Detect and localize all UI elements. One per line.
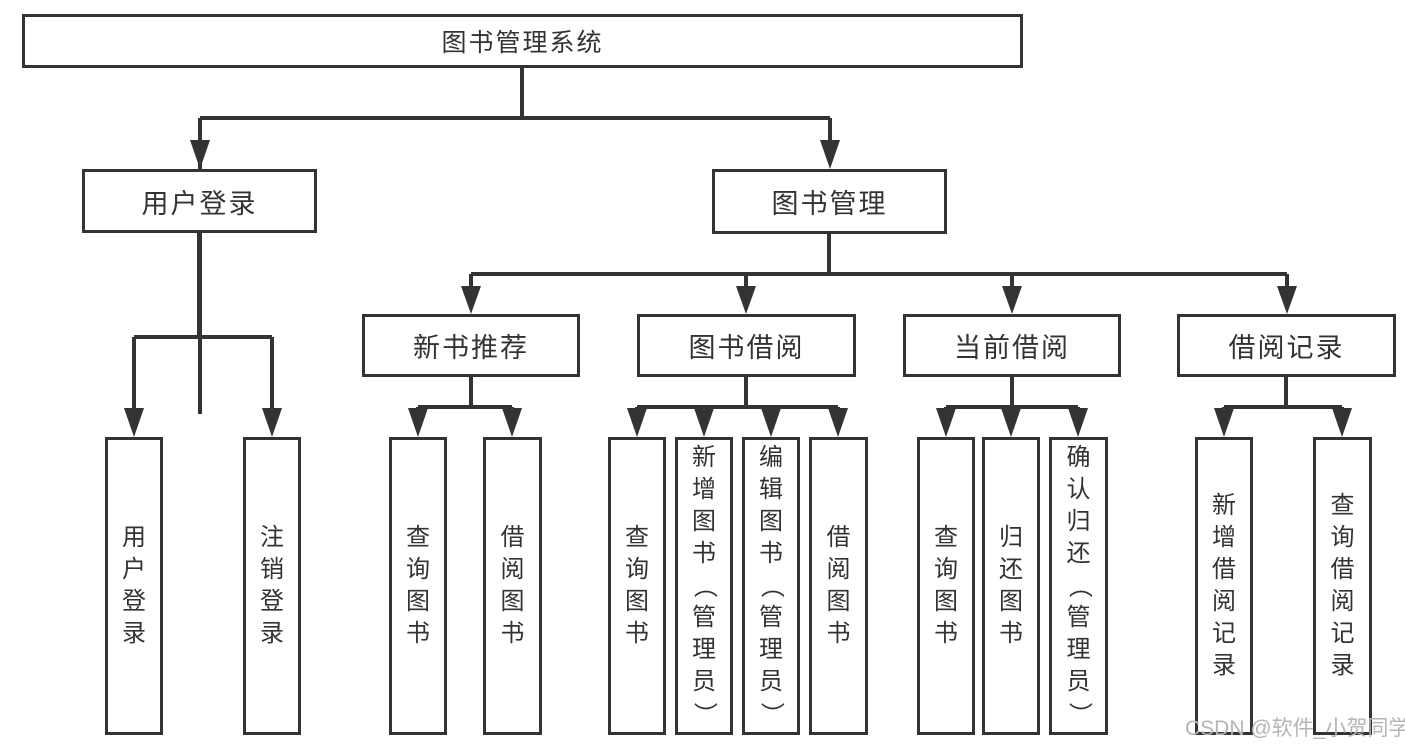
leaf-query-books-recommend: 查询图书 [389,437,447,735]
leaf-confirm-return-admin: 确认归还（管理员） [1049,437,1108,735]
leaf-add-books-admin: 新增图书（管理员） [675,437,733,735]
leaf-logout-label: 注销登录 [260,524,284,647]
leaf-borrow-books-label: 借阅图书 [826,524,851,647]
leaf-query-books-recommend-label: 查询图书 [406,524,430,647]
node-book-management: 图书管理 [712,169,947,234]
connector-new-book-branch [416,377,514,412]
node-book-management-label: 图书管理 [771,189,888,219]
connector-borrow-records-branch [1222,377,1344,412]
node-current-borrow: 当前借阅 [903,314,1121,377]
node-user-login: 用户登录 [82,169,317,233]
leaf-user-login: 用户登录 [105,437,163,735]
csdn-watermark: CSDN @软件_小贺同学 [1185,717,1405,740]
leaf-return-books: 归还图书 [982,437,1040,735]
node-root: 图书管理系统 [22,14,1023,68]
leaf-add-books-admin-label: 新增图书（管理员） [691,444,718,726]
leaf-return-books-label: 归还图书 [999,524,1023,647]
node-borrow-records-label: 借阅记录 [1228,333,1345,363]
node-book-borrow: 图书借阅 [637,314,856,377]
leaf-user-login-label: 用户登录 [122,524,146,647]
connector-current-borrow-branch [944,377,1080,412]
connector-book-management-branch [469,234,1289,288]
node-current-borrow-label: 当前借阅 [954,333,1070,363]
leaf-query-books-current: 查询图书 [917,437,975,735]
leaf-borrow-books: 借阅图书 [809,437,868,735]
leaf-logout: 注销登录 [243,437,301,735]
leaf-query-books-current-label: 查询图书 [934,524,958,647]
connector-user-login-branch [132,233,274,412]
node-borrow-records: 借阅记录 [1177,314,1396,377]
leaf-borrow-books-recommend: 借阅图书 [483,437,542,735]
node-root-label: 图书管理系统 [441,29,604,57]
arrowheads [124,140,1352,437]
leaf-confirm-return-admin-label: 确认归还（管理员） [1065,444,1093,726]
leaf-edit-books-admin: 编辑图书（管理员） [742,437,800,735]
leaf-add-borrow-record-label: 新增借阅记录 [1212,492,1236,679]
leaf-query-borrow-record: 查询借阅记录 [1313,437,1372,735]
leaf-borrow-books-recommend-label: 借阅图书 [500,524,525,647]
node-book-borrow-label: 图书借阅 [688,333,805,363]
leaf-query-borrow-record-label: 查询借阅记录 [1330,492,1355,679]
leaf-query-books-borrow: 查询图书 [608,437,666,735]
node-new-book-recommend-label: 新书推荐 [413,333,529,363]
connector-book-borrow-branch [635,377,840,412]
leaf-add-borrow-record: 新增借阅记录 [1195,437,1253,735]
node-new-book-recommend: 新书推荐 [362,314,580,377]
leaf-edit-books-admin-label: 编辑图书（管理员） [758,444,785,726]
leaf-query-books-borrow-label: 查询图书 [625,524,649,647]
node-user-login-label: 用户登录 [141,188,258,219]
connector-root-to-level2 [198,68,832,414]
